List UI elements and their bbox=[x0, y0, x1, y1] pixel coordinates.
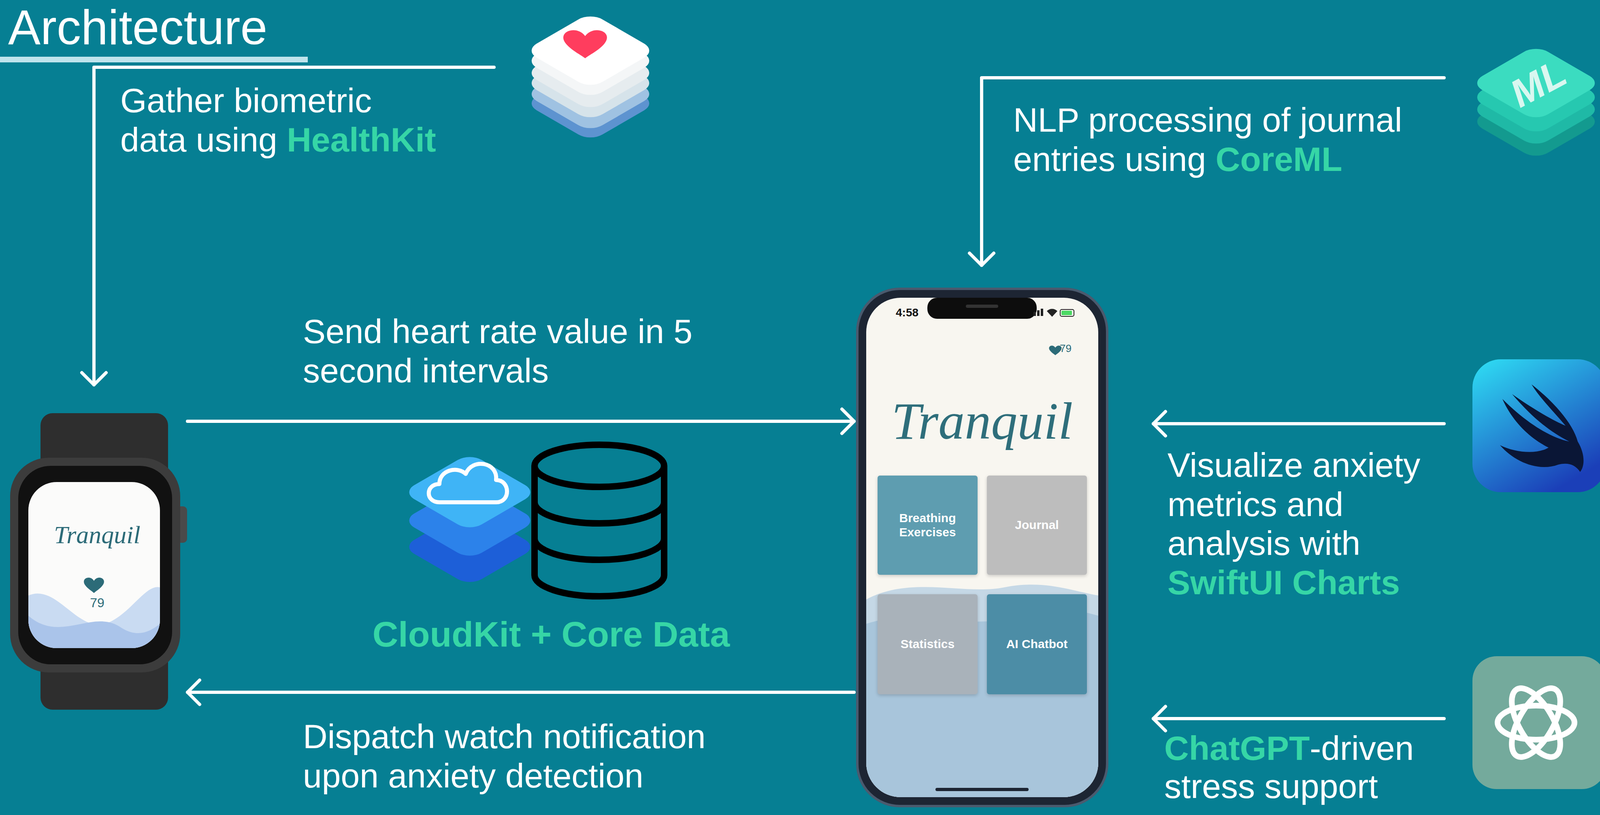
tile-label: Journal bbox=[1007, 517, 1066, 533]
connector-arrow bbox=[187, 409, 855, 434]
tech-name: SwiftUI Charts bbox=[1167, 562, 1435, 603]
edge-label: Dispatch watch notification upon anxiety… bbox=[302, 716, 745, 795]
app-tile: Journal bbox=[986, 475, 1087, 575]
edge-label: Send heart rate value in 5 second interv… bbox=[302, 311, 729, 390]
healthkit-icon bbox=[524, 12, 657, 142]
annotation-text: NLP processing of journal entries using bbox=[1013, 100, 1402, 179]
watch-illustration bbox=[10, 413, 188, 710]
device-text: 79 bbox=[1059, 342, 1093, 355]
phone-device: 4:58 79TranquilBreathing Exercises Journal… bbox=[857, 288, 1108, 806]
icon-text: ML bbox=[1503, 46, 1575, 120]
annotation: NLP processing of journal entries usingC… bbox=[1013, 100, 1419, 179]
app-tile: Breathing Exercises bbox=[877, 475, 978, 575]
app-tile: AI Chatbot bbox=[986, 594, 1087, 695]
tech-name: HealthKit bbox=[286, 120, 437, 159]
annotation-text: Gather biometric data using bbox=[120, 81, 372, 159]
coreml-icon bbox=[1470, 44, 1600, 160]
tile-label: Statistics bbox=[893, 637, 962, 652]
annotation: Visualize anxiety metrics and analysis w… bbox=[1167, 445, 1435, 602]
phone-illustration bbox=[857, 288, 1108, 806]
app-tile: Statistics bbox=[877, 594, 978, 695]
tech-name: ChatGPT bbox=[1164, 728, 1310, 767]
database-icon bbox=[534, 444, 665, 597]
device-text: 79 bbox=[10, 595, 185, 611]
chatgpt-icon bbox=[1472, 656, 1600, 789]
annotation: ChatGPT-driven stress support bbox=[1164, 728, 1432, 806]
device-text: 4:58 bbox=[895, 306, 945, 320]
device-text: Tranquil bbox=[10, 520, 185, 550]
tech-name: CoreML bbox=[1215, 140, 1343, 179]
annotation: Gather biometric data usingHealthKit bbox=[120, 80, 443, 160]
diagram-title: Architecture bbox=[8, 1, 268, 53]
cloudkit-icon bbox=[402, 452, 538, 586]
connector-arrow bbox=[187, 679, 855, 705]
tech-name: CloudKit + Core Data bbox=[372, 613, 731, 655]
annotation-text: Visualize anxiety metrics and analysis w… bbox=[1167, 445, 1421, 563]
tile-label: Breathing Exercises bbox=[877, 511, 978, 540]
swiftui-icon bbox=[1472, 359, 1600, 493]
annotation: CloudKit + Core Data bbox=[356, 613, 746, 655]
device-text: Tranquil bbox=[857, 392, 1108, 450]
title-underline bbox=[0, 56, 308, 63]
leader-arrows bbox=[81, 67, 1445, 731]
watch-device: Tranquil 79 bbox=[10, 413, 185, 710]
annotation-text: -driven stress support bbox=[1164, 728, 1414, 806]
tile-label: AI Chatbot bbox=[999, 637, 1076, 652]
